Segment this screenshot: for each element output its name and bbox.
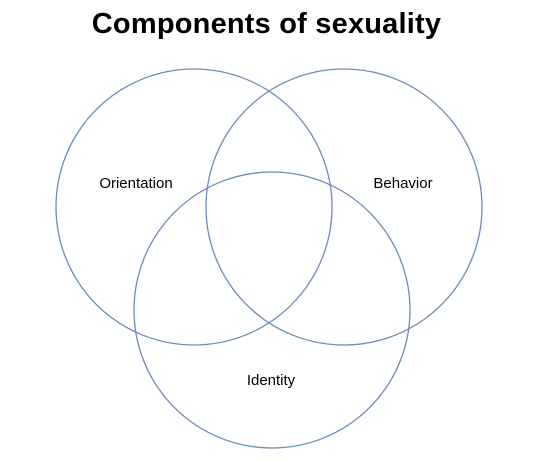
identity-circle [133,171,411,449]
behavior-label: Behavior [373,175,432,192]
behavior-circle [205,68,483,346]
orientation-circle [55,68,333,346]
identity-label: Identity [247,372,296,389]
orientation-label: Orientation [99,175,172,192]
diagram-title: Components of sexuality [91,8,442,40]
